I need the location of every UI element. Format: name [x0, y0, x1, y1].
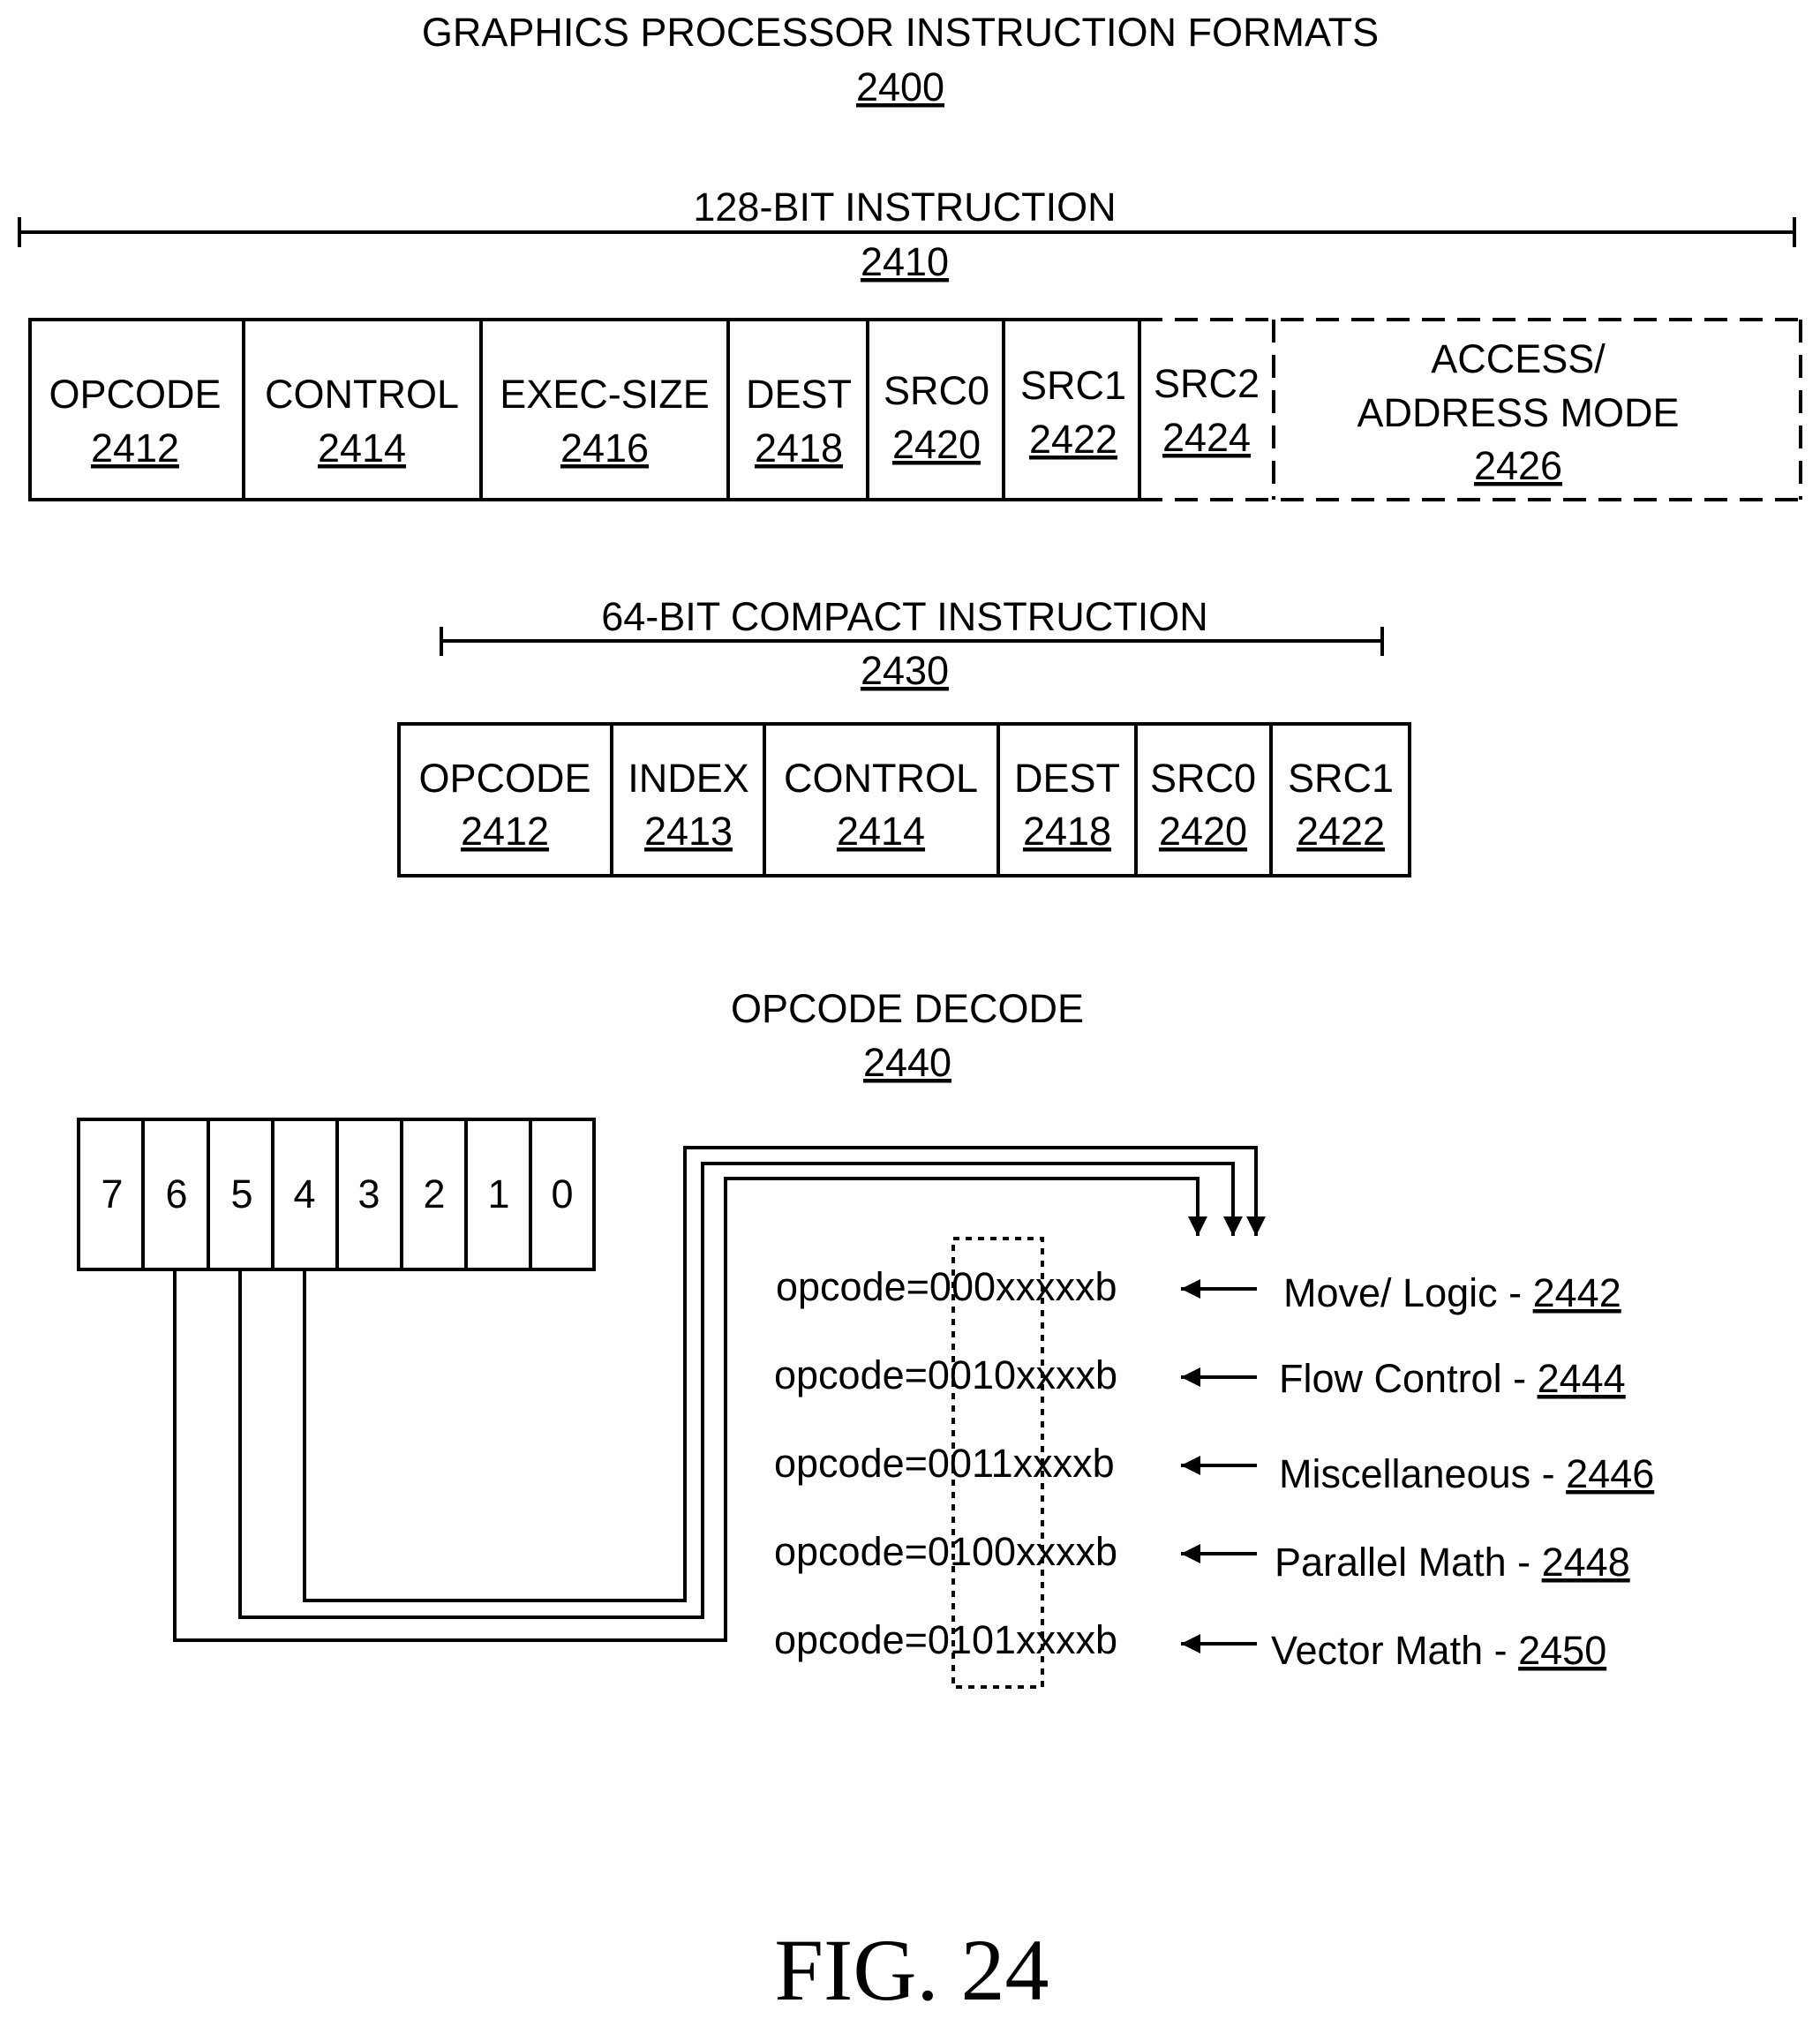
- opcode-pattern: opcode=000xxxxxb: [776, 1264, 1117, 1309]
- instr64-label: 64-BIT COMPACT INSTRUCTION: [601, 594, 1208, 639]
- instr64-field-src1: SRC1 2422: [1288, 756, 1394, 854]
- instr128-label: 128-BIT INSTRUCTION: [693, 185, 1116, 230]
- decode-entry-vector-math: opcode=0101xxxxb Vector Math - 2450: [774, 1617, 1606, 1673]
- field-name-line2: ADDRESS MODE: [1357, 390, 1679, 435]
- field-name: EXEC-SIZE: [500, 372, 710, 417]
- instr128-field-src2: SRC2 2424: [1154, 361, 1260, 460]
- field-ref: 2422: [1029, 417, 1117, 462]
- field-name: SRC0: [1150, 756, 1256, 801]
- field-ref: 2422: [1297, 809, 1385, 854]
- field-name: CONTROL: [784, 756, 978, 801]
- instr64-field-opcode: OPCODE 2412: [418, 756, 590, 854]
- instr128-field-control: CONTROL 2414: [265, 372, 459, 471]
- field-ref: 2414: [837, 809, 925, 854]
- field-name: SRC1: [1020, 363, 1126, 408]
- field-ref: 2416: [560, 426, 649, 471]
- opcode-pattern: opcode=0100xxxxb: [774, 1529, 1117, 1574]
- opcode-bit-register: 7 6 5 4 3 2 1 0: [79, 1119, 594, 1269]
- decode-category: Move/ Logic - 2442: [1283, 1270, 1621, 1315]
- field-ref: 2424: [1162, 415, 1251, 460]
- field-ref: 2420: [892, 422, 981, 467]
- bit-2: 2: [423, 1171, 445, 1216]
- instr128-ref: 2410: [861, 239, 949, 284]
- decode-category: Flow Control - 2444: [1279, 1356, 1626, 1401]
- decode-category: Parallel Math - 2448: [1275, 1540, 1630, 1585]
- instr64-field-index: INDEX 2413: [628, 756, 749, 854]
- page-title-ref: 2400: [856, 64, 944, 109]
- instr128-field-src0: SRC0 2420: [884, 368, 989, 467]
- field-ref: 2413: [644, 809, 733, 854]
- decode-entry-miscellaneous: opcode=0011xxxxb Miscellaneous - 2446: [774, 1441, 1654, 1496]
- instr64-field-dest: DEST 2418: [1014, 756, 1120, 854]
- decode-category: Miscellaneous - 2446: [1279, 1451, 1654, 1496]
- bit-3: 3: [357, 1171, 380, 1216]
- bit-4: 4: [293, 1171, 315, 1216]
- decode-entry-parallel-math: opcode=0100xxxxb Parallel Math - 2448: [774, 1529, 1630, 1585]
- field-name: OPCODE: [49, 372, 221, 417]
- instr128-field-row: OPCODE 2412 CONTROL 2414 EXEC-SIZE 2416 …: [30, 320, 1801, 500]
- field-name: CONTROL: [265, 372, 459, 417]
- bit-1: 1: [487, 1171, 509, 1216]
- instr128-field-exec-size: EXEC-SIZE 2416: [500, 372, 710, 471]
- field-name-line1: ACCESS/: [1431, 336, 1606, 381]
- instr128-field-access-address-mode: ACCESS/ ADDRESS MODE 2426: [1357, 336, 1679, 488]
- figure-label: FIG. 24: [774, 1921, 1049, 2019]
- field-name: DEST: [746, 372, 852, 417]
- instr128-field-opcode: OPCODE 2412: [49, 372, 221, 471]
- decode-title: OPCODE DECODE: [731, 986, 1084, 1031]
- field-ref: 2414: [318, 426, 406, 471]
- field-name: SRC2: [1154, 361, 1260, 406]
- field-ref: 2420: [1159, 809, 1247, 854]
- field-name: OPCODE: [418, 756, 590, 801]
- field-name: SRC1: [1288, 756, 1394, 801]
- decode-entry-flow-control: opcode=0010xxxxb Flow Control - 2444: [774, 1352, 1626, 1401]
- field-name: INDEX: [628, 756, 749, 801]
- instr64-field-row: OPCODE 2412 INDEX 2413 CONTROL 2414 DEST…: [399, 724, 1410, 876]
- decode-category: Vector Math - 2450: [1271, 1628, 1606, 1673]
- opcode-pattern: opcode=0101xxxxb: [774, 1617, 1117, 1662]
- bit-0: 0: [551, 1171, 573, 1216]
- field-ref: 2418: [1023, 809, 1111, 854]
- instr64-field-src0: SRC0 2420: [1150, 756, 1256, 854]
- bit-7: 7: [101, 1171, 123, 1216]
- opcode-pattern: opcode=0011xxxxb: [774, 1441, 1115, 1486]
- field-ref: 2418: [755, 426, 843, 471]
- field-name: DEST: [1014, 756, 1120, 801]
- field-ref: 2412: [91, 426, 179, 471]
- decode-entry-move-logic: opcode=000xxxxxb Move/ Logic - 2442: [776, 1264, 1621, 1315]
- bit-5: 5: [230, 1171, 252, 1216]
- instr64-field-control: CONTROL 2414: [784, 756, 978, 854]
- field-name: SRC0: [884, 368, 989, 413]
- decode-entries: opcode=000xxxxxb Move/ Logic - 2442 opco…: [774, 1264, 1654, 1673]
- bit-6: 6: [165, 1171, 187, 1216]
- instr128-field-src1: SRC1 2422: [1020, 363, 1126, 462]
- field-ref: 2412: [461, 809, 549, 854]
- instr64-ref: 2430: [861, 648, 949, 693]
- instr128-field-dest: DEST 2418: [746, 372, 852, 471]
- opcode-pattern: opcode=0010xxxxb: [774, 1352, 1117, 1397]
- decode-ref: 2440: [863, 1040, 951, 1085]
- field-ref: 2426: [1474, 443, 1562, 488]
- page-title: GRAPHICS PROCESSOR INSTRUCTION FORMATS: [422, 10, 1379, 55]
